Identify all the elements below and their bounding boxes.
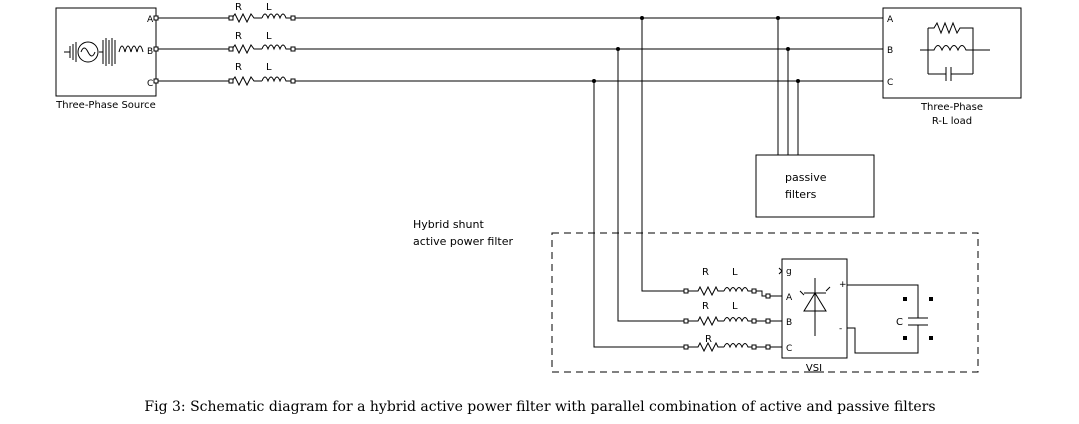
- filter-r-label-a: R: [702, 267, 709, 278]
- source-port-b: B: [147, 47, 153, 57]
- source-waveform-icon: [64, 38, 144, 66]
- passive-filters-label-line1: passive: [785, 171, 827, 184]
- load-port-c: C: [887, 78, 893, 88]
- rlc-symbol-icon: [920, 21, 990, 81]
- load-label-line2: R-L load: [932, 116, 972, 127]
- vsi-port-b: B: [786, 318, 792, 328]
- vsi-port-c: C: [786, 344, 792, 354]
- source-label: Three-Phase Source: [55, 100, 156, 111]
- vsi-label: VSI: [806, 363, 822, 374]
- capacitor-label: C: [896, 317, 903, 328]
- load-port-b: B: [887, 46, 893, 56]
- vsi-port-a: A: [786, 293, 793, 303]
- line-r-label-c: R: [235, 62, 242, 73]
- source-port-c: C: [147, 79, 153, 89]
- filter-inductor-a: [686, 285, 782, 297]
- source-port-a: A: [147, 15, 154, 25]
- filter-r-label-b: R: [702, 301, 709, 312]
- hybrid-filter-label-line2: active power filter: [413, 235, 513, 248]
- filter-r-label-c: R: [705, 334, 712, 345]
- three-phase-rl-load: A B C Three-Phase R-L load: [882, 7, 1022, 127]
- line-l-label-b: L: [266, 31, 272, 42]
- main-lines: R L R L R L: [153, 2, 883, 87]
- line-l-label-c: L: [266, 62, 272, 73]
- line-r-label-a: R: [235, 2, 242, 13]
- vsi-port-g: g: [786, 267, 792, 277]
- three-phase-source: A B C Three-Phase Source: [55, 7, 157, 111]
- filter-l-label-a: L: [732, 267, 738, 278]
- vsi-dc-plus: +: [839, 280, 847, 290]
- figure-caption: Fig 3: Schematic diagram for a hybrid ac…: [144, 399, 935, 415]
- vsi-block: g A B C + - VSI: [778, 258, 848, 374]
- hybrid-shunt-apf: Hybrid shunt active power filter R L: [413, 18, 979, 374]
- hybrid-filter-label-line1: Hybrid shunt: [413, 218, 484, 231]
- load-port-a: A: [887, 15, 894, 25]
- dc-capacitor: C: [847, 284, 933, 354]
- line-l-label-a: L: [266, 2, 272, 13]
- filter-l-label-b: L: [732, 301, 738, 312]
- passive-filters: passive filters: [755, 16, 875, 218]
- load-label-line1: Three-Phase: [920, 102, 983, 113]
- passive-filters-label-line2: filters: [785, 188, 817, 201]
- vsi-dc-minus: -: [839, 324, 842, 334]
- igbt-diode-icon: [799, 278, 831, 336]
- line-r-label-b: R: [235, 31, 242, 42]
